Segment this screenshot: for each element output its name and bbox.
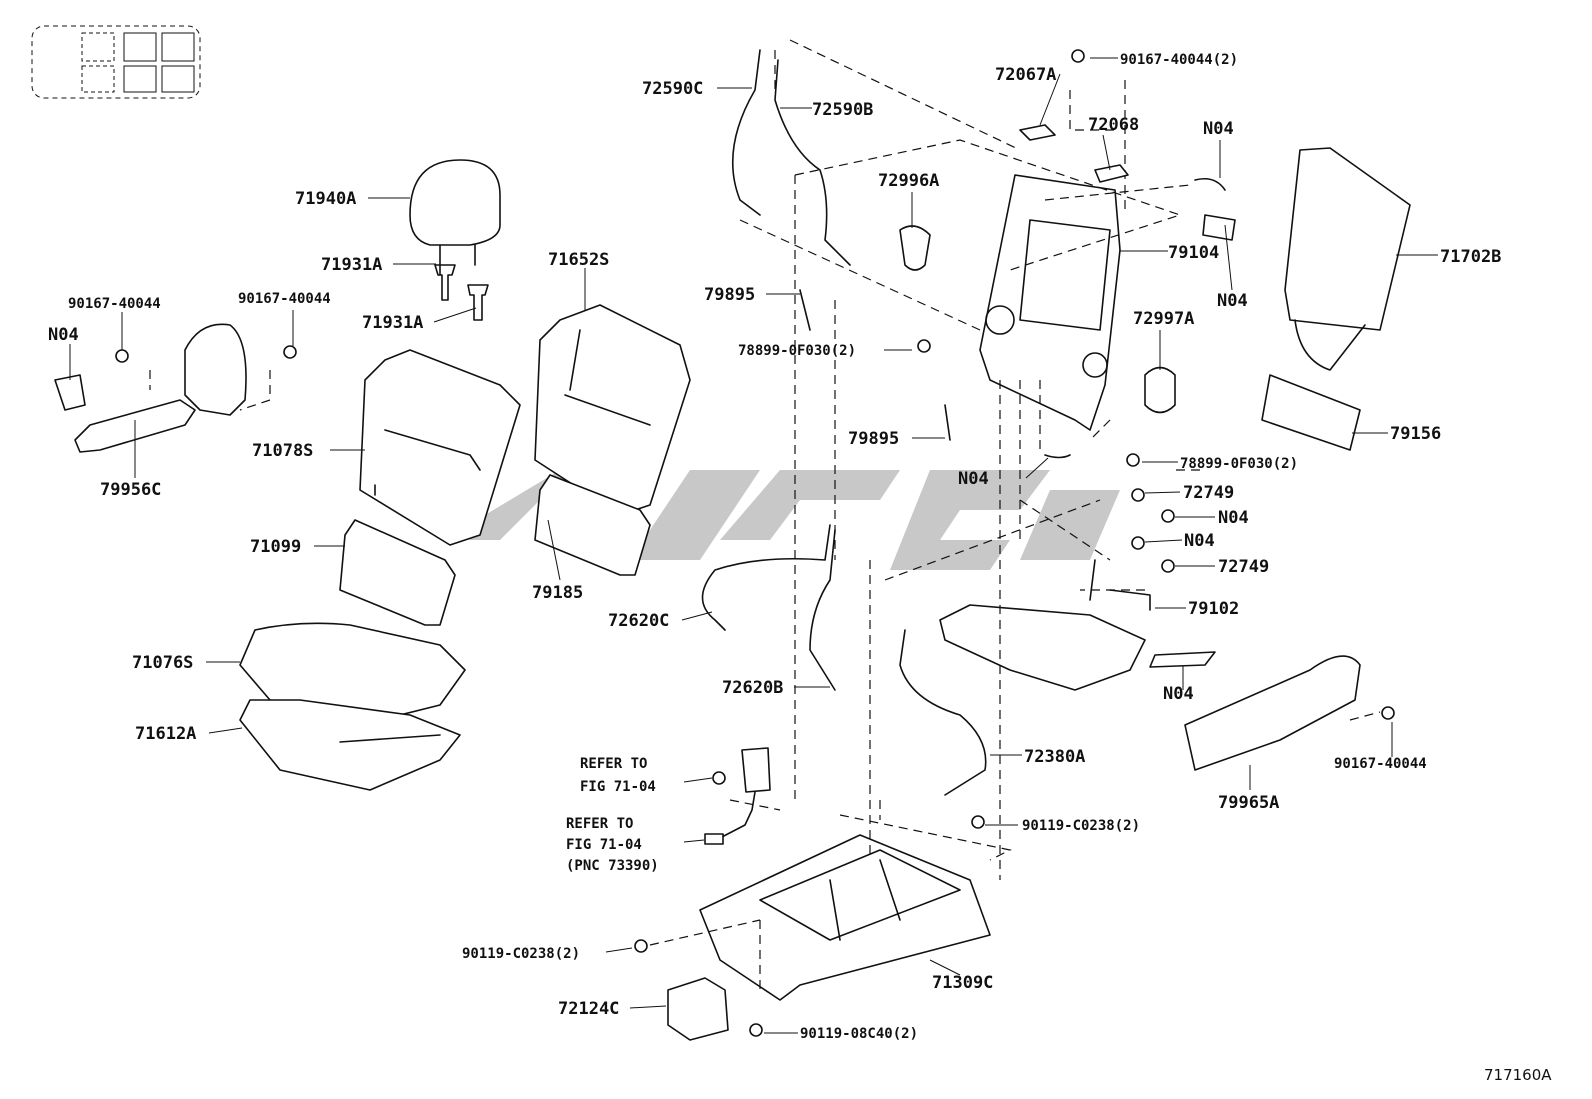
seatback-cover-part	[359, 349, 521, 546]
label-N04[interactable]: N04	[1184, 531, 1215, 551]
side-shield-part	[1184, 655, 1361, 771]
pad-parts	[899, 225, 1176, 414]
lumbar-pad-part-rear	[534, 474, 651, 576]
label-71652S[interactable]: 71652S	[548, 250, 609, 270]
label-72590B[interactable]: 72590B	[812, 100, 873, 120]
label-N04[interactable]: N04	[1203, 119, 1234, 139]
label-71940A[interactable]: 71940A	[295, 189, 356, 209]
assembly-dashed-lines	[124, 39, 1381, 1001]
label-71702B[interactable]: 71702B	[1440, 247, 1501, 267]
label-79956C[interactable]: 79956C	[100, 480, 161, 500]
label-79156[interactable]: 79156	[1390, 424, 1441, 444]
label-71309C[interactable]: 71309C	[932, 973, 993, 993]
label-79102[interactable]: 79102	[1188, 599, 1239, 619]
watermark-logo	[460, 470, 1120, 570]
label-72620C[interactable]: 72620C	[608, 611, 669, 631]
seatback-board-part	[1284, 147, 1411, 371]
cushion-pad-part	[239, 699, 461, 791]
label-72620B[interactable]: 72620B	[722, 678, 783, 698]
label-72068[interactable]: 72068	[1088, 115, 1139, 135]
label-72590C[interactable]: 72590C	[642, 79, 703, 99]
label-71931A[interactable]: 71931A	[362, 313, 423, 333]
label-N04[interactable]: N04	[48, 325, 79, 345]
cushion-cover-part	[239, 622, 466, 721]
cable-parts	[701, 49, 987, 796]
label-79965A[interactable]: 79965A	[1218, 793, 1279, 813]
label-N04[interactable]: N04	[1217, 291, 1248, 311]
figure-id: 717160A	[1484, 1066, 1552, 1084]
label-90167-40044[interactable]: 90167-40044	[238, 291, 331, 307]
seatback-pad-part	[534, 304, 691, 516]
seatback-frame-part	[979, 174, 1121, 431]
reference-notes: REFER TO FIG 71-04 REFER TO FIG 71-04 (P…	[566, 756, 659, 874]
part-number-labels: 72590C 72590B 72067A 90167-40044(2) 7206…	[48, 52, 1501, 1042]
headrest-guide-parts	[434, 264, 489, 321]
label-90119-C0238-2[interactable]: 90119-C0238(2)	[462, 946, 580, 962]
label-79104[interactable]: 79104	[1168, 243, 1219, 263]
label-72380A[interactable]: 72380A	[1024, 747, 1085, 767]
cushion-frame-part	[939, 559, 1151, 691]
label-71076S[interactable]: 71076S	[132, 653, 193, 673]
label-79185[interactable]: 79185	[532, 583, 583, 603]
label-79895[interactable]: 79895	[848, 429, 899, 449]
label-72749[interactable]: 72749	[1218, 557, 1269, 577]
small-pad-parts	[1044, 177, 1236, 668]
reference-note-fig[interactable]: FIG 71-04	[580, 779, 656, 795]
label-78899-0F030-2[interactable]: 78899-0F030(2)	[1180, 456, 1298, 472]
reference-note-pnc: (PNC 73390)	[566, 858, 659, 874]
headrest-part	[409, 159, 501, 276]
label-71612A[interactable]: 71612A	[135, 724, 196, 744]
label-N04[interactable]: N04	[1163, 684, 1194, 704]
label-plate-part	[1261, 374, 1361, 451]
label-N04[interactable]: N04	[958, 469, 989, 489]
leader-lines	[69, 57, 1438, 1034]
label-72996A[interactable]: 72996A	[878, 171, 939, 191]
label-79895[interactable]: 79895	[704, 285, 755, 305]
track-cover-part	[667, 977, 729, 1041]
label-72749[interactable]: 72749	[1183, 483, 1234, 503]
label-72997A[interactable]: 72997A	[1133, 309, 1194, 329]
reference-note-line: REFER TO	[566, 816, 633, 832]
label-71099[interactable]: 71099	[250, 537, 301, 557]
label-78899-0F030-2[interactable]: 78899-0F030(2)	[738, 343, 856, 359]
label-90119-08C40-2[interactable]: 90119-08C40(2)	[800, 1026, 918, 1042]
label-72067A[interactable]: 72067A	[995, 65, 1056, 85]
label-90167-40044[interactable]: 90167-40044	[68, 296, 161, 312]
label-71931A[interactable]: 71931A	[321, 255, 382, 275]
label-90167-40044[interactable]: 90167-40044	[1334, 756, 1427, 772]
headrest-support-parts	[1019, 124, 1129, 183]
reference-note-line: REFER TO	[580, 756, 647, 772]
reference-note-fig[interactable]: FIG 71-04	[566, 837, 642, 853]
label-N04[interactable]: N04	[1218, 508, 1249, 528]
label-72124C[interactable]: 72124C	[558, 999, 619, 1019]
bolt-parts	[115, 49, 1395, 1037]
seat-track-part	[699, 834, 991, 1001]
label-90167-40044-2[interactable]: 90167-40044(2)	[1120, 52, 1238, 68]
seat-belt-buckle-part	[704, 747, 771, 845]
label-90119-C0238-2[interactable]: 90119-C0238(2)	[1022, 818, 1140, 834]
seat-locator-icon	[31, 25, 201, 99]
lumbar-pad-part	[339, 519, 456, 626]
label-71078S[interactable]: 71078S	[252, 441, 313, 461]
